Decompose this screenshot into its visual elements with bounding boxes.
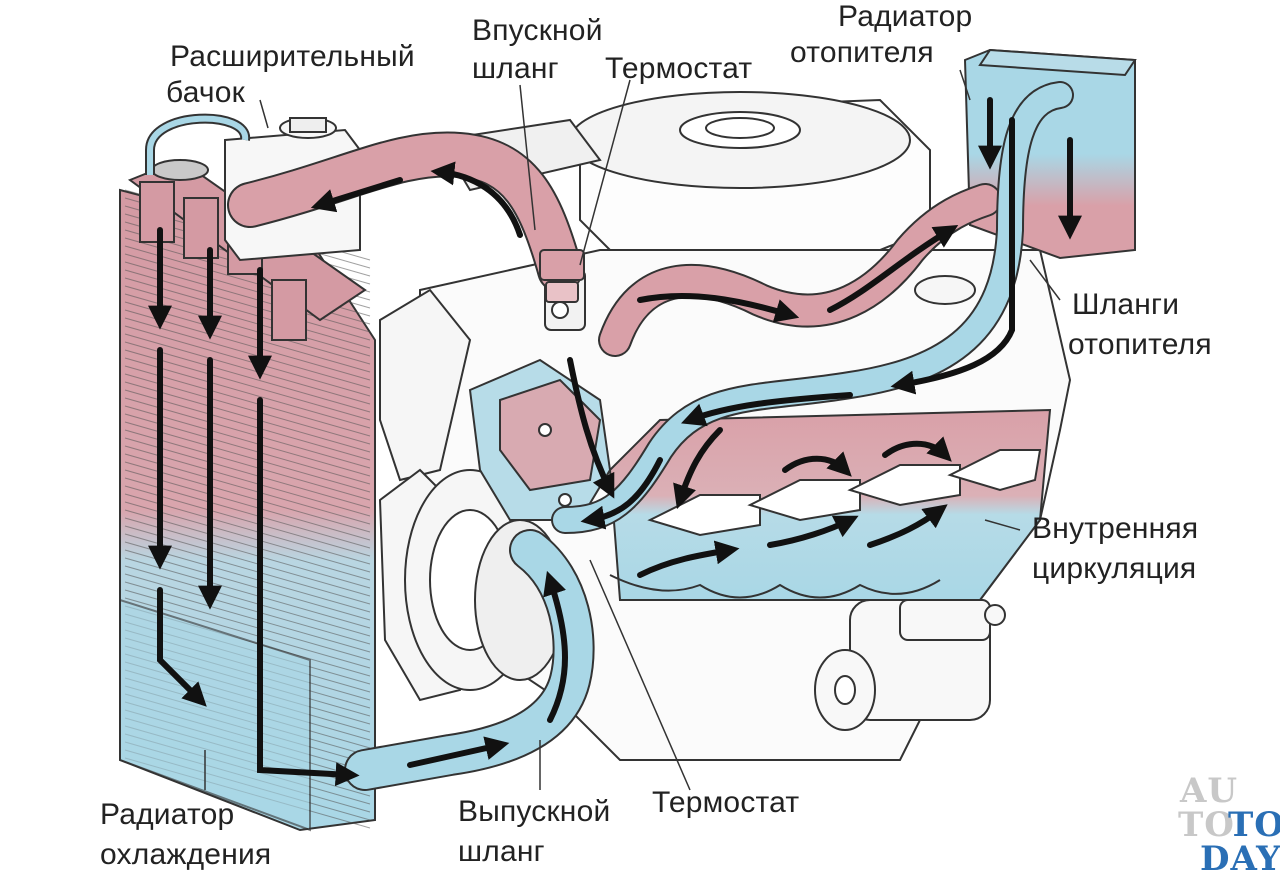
radiator-fin xyxy=(124,557,371,629)
radiator-fin xyxy=(124,325,371,397)
starter-motor xyxy=(814,599,1006,731)
radiator-fin xyxy=(124,485,371,557)
label-outlet-hose-line1: Выпускной xyxy=(458,795,611,828)
radiator-fin xyxy=(124,317,371,389)
radiator-fin xyxy=(124,421,371,493)
inlet-hose xyxy=(227,131,583,293)
radiator-fin xyxy=(124,429,371,501)
radiator-fin xyxy=(124,525,371,597)
label-expansion-tank-line1: Расширительный xyxy=(170,40,415,73)
logo-line1: AU xyxy=(1180,771,1239,811)
radiator-fin xyxy=(124,581,371,653)
radiator-fin xyxy=(124,517,371,589)
radiator-fin xyxy=(124,597,371,669)
radiator-fin xyxy=(124,477,371,549)
radiator-fin xyxy=(124,493,371,565)
radiator-fin xyxy=(124,501,371,573)
radiator-fin xyxy=(124,509,371,581)
radiator-fin xyxy=(124,277,371,349)
label-cooling-radiator-line2: охлаждения xyxy=(100,838,272,871)
label-cooling-radiator-line1: Радиатор xyxy=(100,798,235,831)
radiator-fin xyxy=(124,589,371,661)
label-expansion-tank-line2: бачок xyxy=(166,76,245,109)
radiator-fin xyxy=(124,365,371,437)
leader-lines xyxy=(204,69,1061,791)
radiator-fin xyxy=(124,413,371,485)
radiator-fin xyxy=(124,381,371,453)
label-heater-radiator-line1: Радиатор xyxy=(838,0,973,33)
logo-line2a: TO xyxy=(1178,805,1235,845)
radiator-fin xyxy=(124,357,371,429)
radiator-fin xyxy=(124,397,371,469)
radiator-fin xyxy=(124,261,371,333)
heater-supply-hose xyxy=(598,183,1002,357)
radiator-fin xyxy=(124,453,371,525)
label-heater-radiator-line2: отопителя xyxy=(790,36,934,69)
radiator-fin xyxy=(124,461,371,533)
radiator-fin xyxy=(124,389,371,461)
radiator-fin xyxy=(124,437,371,509)
label-internal-circulation-line1: Внутренняя xyxy=(1032,512,1199,545)
radiator-fin xyxy=(124,349,371,421)
radiator-fin xyxy=(124,565,371,637)
radiator-fin xyxy=(124,373,371,445)
label-inlet-hose-line1: Впускной xyxy=(472,14,603,47)
radiator-fin xyxy=(124,285,371,357)
label-thermostat-top: Термостат xyxy=(605,52,753,85)
label-heater-hoses-line2: отопителя xyxy=(1068,328,1212,361)
thermostat xyxy=(539,249,585,303)
label-heater-hoses-line1: Шланги xyxy=(1072,288,1180,321)
radiator-fin xyxy=(124,269,371,341)
radiator-fin xyxy=(124,341,371,413)
radiator-fin xyxy=(124,405,371,477)
label-thermostat-bottom: Термостат xyxy=(652,786,800,819)
label-outlet-hose-line2: шланг xyxy=(458,835,545,868)
radiator-fin xyxy=(124,469,371,541)
label-inlet-hose-line2: шланг xyxy=(472,52,559,85)
label-internal-circulation-line2: циркуляция xyxy=(1032,552,1197,585)
logo-line3: DAY xyxy=(1200,839,1280,879)
radiator-fin xyxy=(124,445,371,517)
radiator-fin xyxy=(124,333,371,405)
flow-arrows xyxy=(148,97,1082,787)
radiator-fin xyxy=(124,573,371,645)
logo-line2b: TO xyxy=(1228,805,1280,845)
